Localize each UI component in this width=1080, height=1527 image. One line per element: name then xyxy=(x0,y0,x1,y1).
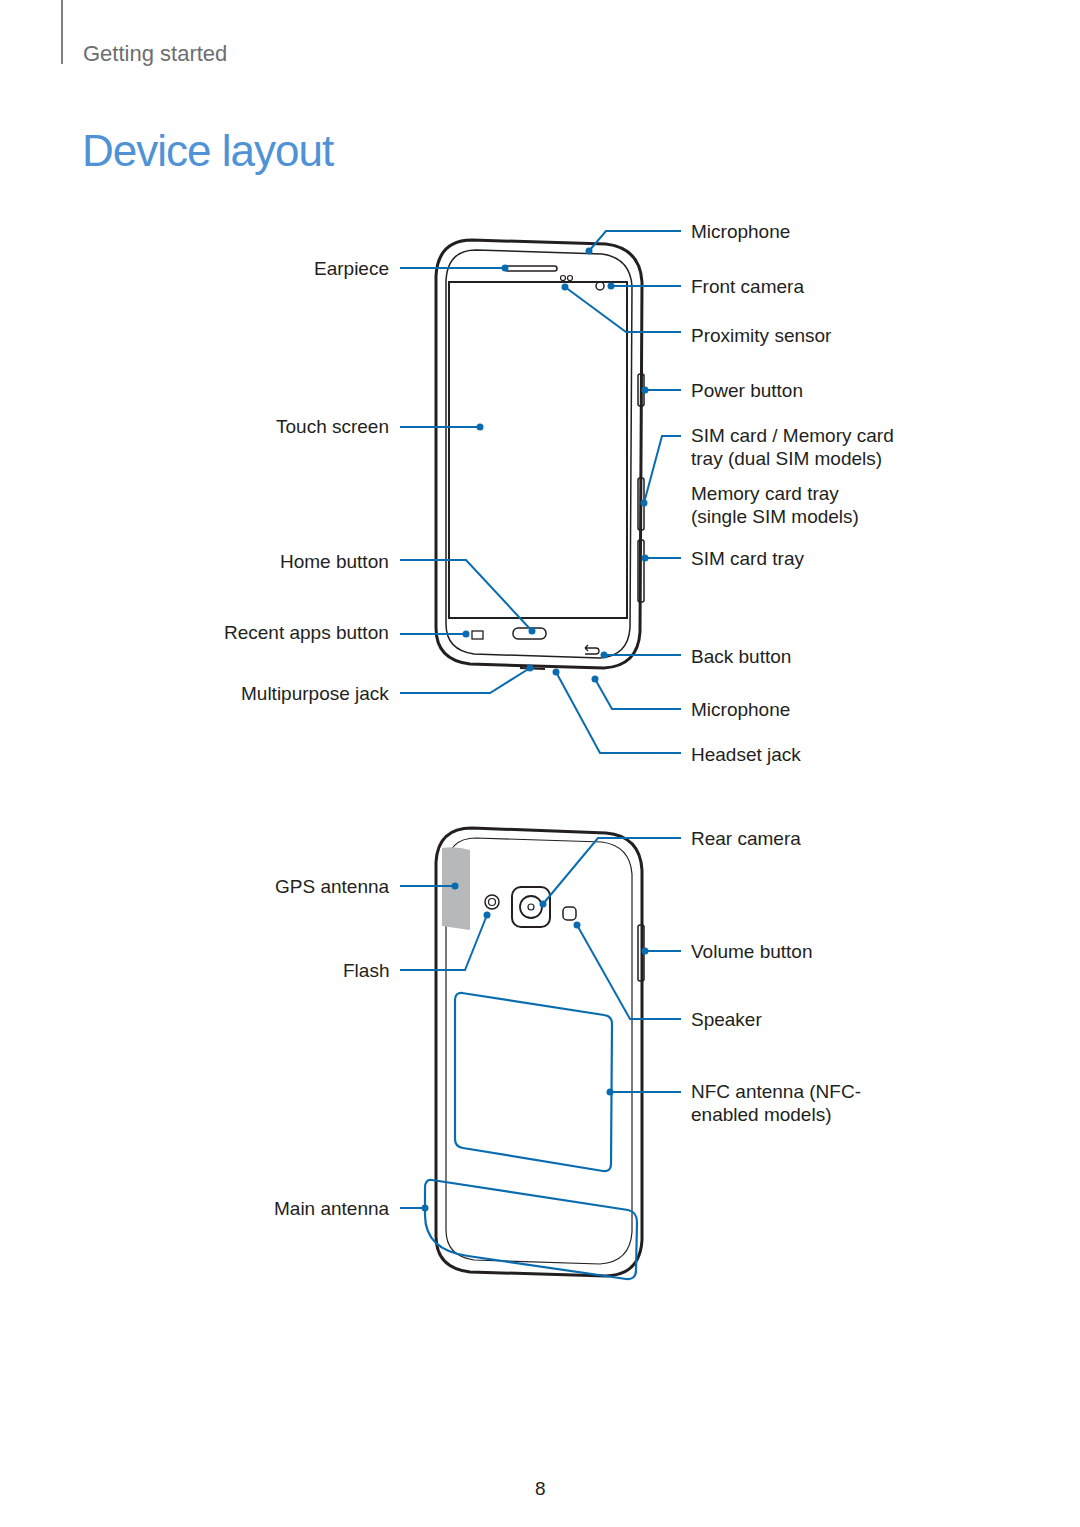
part-label: GPS antenna xyxy=(275,875,389,898)
part-label: Main antenna xyxy=(274,1197,389,1220)
part-label: Rear camera xyxy=(691,827,801,850)
part-label: Earpiece xyxy=(314,257,389,280)
page-number: 8 xyxy=(535,1477,546,1500)
part-label: Touch screen xyxy=(276,415,389,438)
part-label: Power button xyxy=(691,379,803,402)
part-label: Home button xyxy=(280,550,389,573)
part-label: Speaker xyxy=(691,1008,762,1031)
part-label: SIM card / Memory card tray (dual SIM mo… xyxy=(691,424,906,470)
part-label: Volume button xyxy=(691,940,812,963)
part-label: Flash xyxy=(343,959,389,982)
part-label: NFC antenna (NFC-enabled models) xyxy=(691,1080,891,1126)
part-label: Recent apps button xyxy=(224,621,389,644)
section-header: Getting started xyxy=(83,42,227,65)
part-label: Headset jack xyxy=(691,743,801,766)
page-title: Device layout xyxy=(82,126,333,176)
part-label: Front camera xyxy=(691,275,804,298)
part-label: Memory card tray (single SIM models) xyxy=(691,482,861,528)
part-label: Microphone xyxy=(691,220,790,243)
part-label: Multipurpose jack xyxy=(241,682,389,705)
part-label: Proximity sensor xyxy=(691,324,831,347)
part-label: Back button xyxy=(691,645,791,668)
part-label: SIM card tray xyxy=(691,547,804,570)
part-label: Microphone xyxy=(691,698,790,721)
